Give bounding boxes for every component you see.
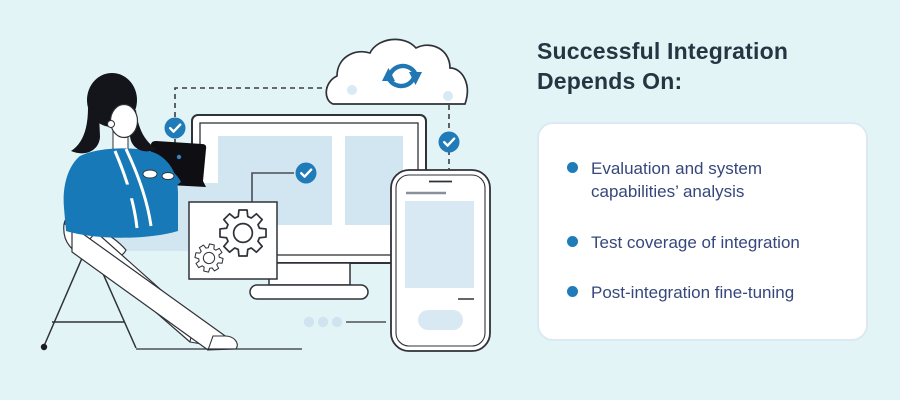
bullet-icon bbox=[567, 286, 578, 298]
list-item-label: Evaluation and system capabilities’ anal… bbox=[591, 158, 763, 202]
list-item-label: Test coverage of integration bbox=[591, 232, 800, 252]
check-icon bbox=[294, 161, 318, 185]
page-title: Successful Integration Depends On: bbox=[537, 38, 789, 95]
bullet-icon bbox=[567, 235, 578, 247]
ellipsis-dots-icon bbox=[303, 316, 343, 328]
phone-graphic bbox=[390, 169, 491, 352]
list-item: Test coverage of integration bbox=[567, 231, 840, 254]
check-icon bbox=[437, 130, 461, 154]
head bbox=[71, 73, 157, 154]
woman-figure bbox=[63, 73, 238, 351]
gear-check-connector bbox=[251, 172, 294, 203]
phone-button-pill bbox=[418, 310, 463, 330]
phone-screen-block bbox=[405, 201, 474, 288]
hero-illustration bbox=[40, 38, 491, 352]
bullet-icon bbox=[567, 161, 578, 173]
integration-factors-card: Evaluation and system capabilities’ anal… bbox=[537, 121, 868, 341]
check-icon bbox=[163, 116, 187, 140]
list-item: Evaluation and system capabilities’ anal… bbox=[567, 157, 840, 204]
content-panel: Successful Integration Depends On: Evalu… bbox=[537, 36, 877, 341]
gears-icon bbox=[188, 201, 278, 280]
list-item-label: Post-integration fine-tuning bbox=[591, 283, 795, 303]
cloud-sync-icon bbox=[325, 38, 469, 105]
list-item: Post-integration fine-tuning bbox=[567, 281, 840, 304]
